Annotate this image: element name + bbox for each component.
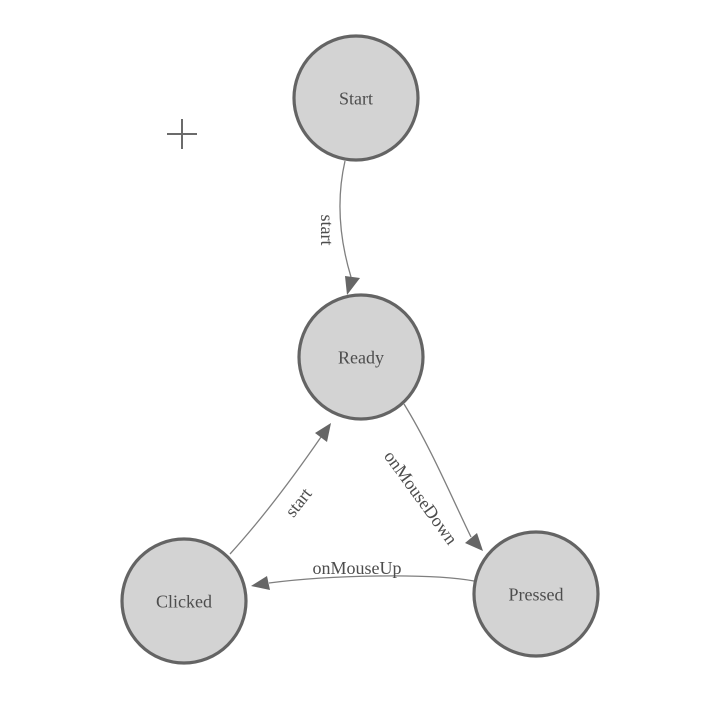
node-start[interactable]: Start — [292, 34, 420, 162]
node-ready-circle[interactable] — [297, 293, 425, 421]
edge-label-clicked-to-ready: start — [281, 484, 316, 521]
edge-clicked-to-ready-line[interactable] — [229, 436, 322, 555]
arrowhead-icon — [251, 576, 270, 590]
node-ready[interactable]: Ready — [297, 293, 425, 421]
edge-label-pressed-to-clicked: onMouseUp — [313, 558, 402, 578]
edge-pressed-to-clicked-line[interactable] — [268, 575, 475, 584]
edge-ready-to-pressed-line[interactable] — [403, 403, 472, 538]
arrowhead-icon — [315, 423, 331, 442]
edge-ready-to-pressed[interactable]: onMouseDown — [380, 403, 483, 551]
node-start-circle[interactable] — [292, 34, 420, 162]
arrowhead-icon — [465, 533, 483, 551]
node-clicked-label: Clicked — [156, 591, 212, 611]
edge-label-ready-to-pressed: onMouseDown — [380, 447, 461, 549]
arrowhead-icon — [345, 276, 360, 295]
edge-clicked-to-ready[interactable]: start — [229, 423, 331, 555]
plus-crosshair-icon — [167, 119, 197, 149]
node-pressed-label: Pressed — [509, 584, 564, 604]
node-pressed[interactable]: Pressed — [472, 530, 600, 658]
edge-start-to-ready[interactable]: start — [317, 160, 360, 295]
edge-start-to-ready-line[interactable] — [339, 160, 352, 278]
edge-pressed-to-clicked[interactable]: onMouseUp — [251, 558, 475, 590]
node-ready-label: Ready — [338, 347, 384, 367]
node-start-label: Start — [339, 88, 373, 108]
node-clicked[interactable]: Clicked — [120, 537, 248, 665]
node-clicked-circle[interactable] — [120, 537, 248, 665]
edge-label-start-to-ready: start — [317, 215, 337, 246]
node-pressed-circle[interactable] — [472, 530, 600, 658]
